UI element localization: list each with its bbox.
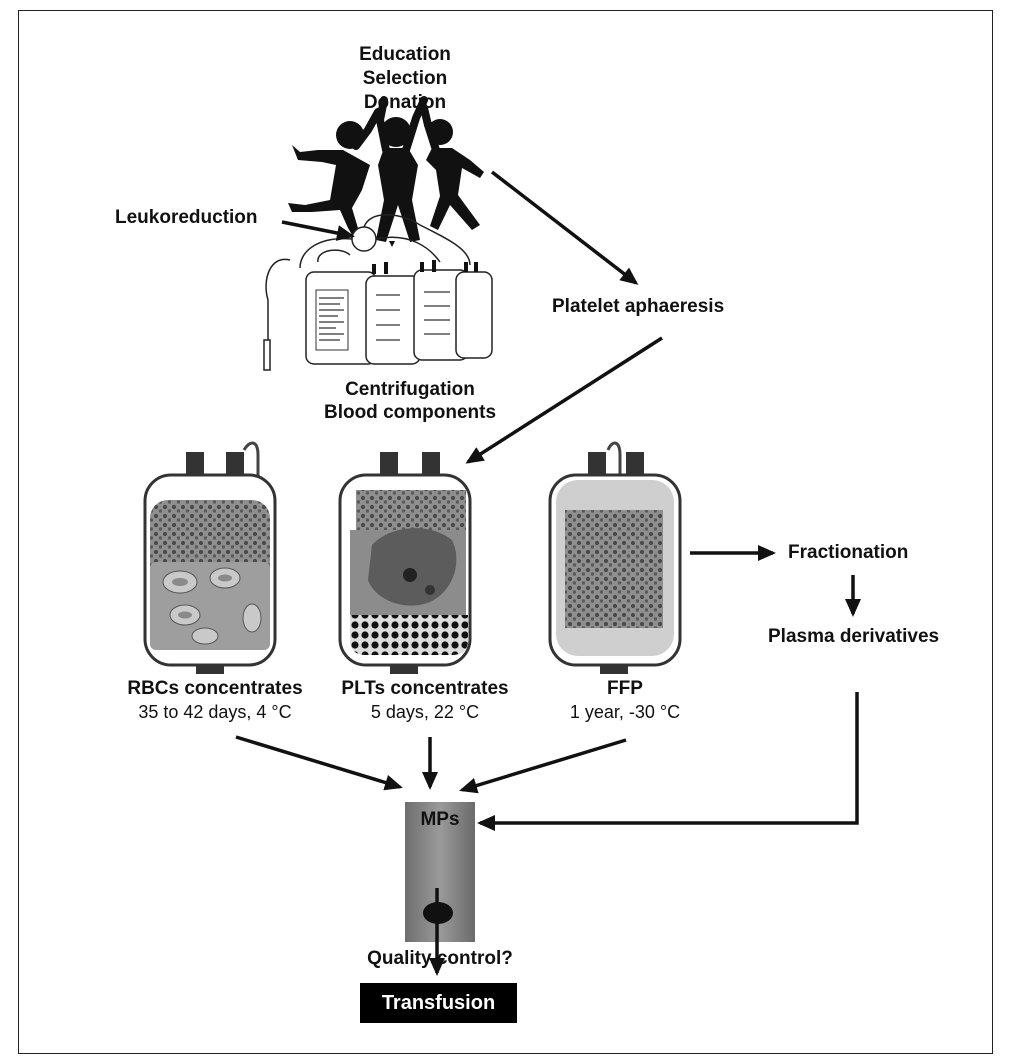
label-mps: MPs [420, 809, 460, 830]
ffp-bag-icon [548, 441, 682, 674]
label-platelet-aphaeresis: Platelet aphaeresis [552, 296, 725, 317]
label-plt-title: PLTs concentrates [341, 678, 509, 699]
label-ffp-title: FFP [607, 678, 643, 699]
donors-silhouettes [288, 96, 484, 242]
arrow-leuko-to-filter [281, 220, 355, 241]
label-rbc-detail: 35 to 42 days, 4 °C [138, 702, 292, 722]
arrow-ffp-to-mps [459, 738, 627, 794]
donor-middle-icon [375, 96, 428, 242]
mps-tube-icon [405, 802, 475, 942]
label-blood-components: Blood components [323, 402, 497, 423]
arrow-rbc-to-mps [235, 735, 403, 791]
transfusion-box: Transfusion [360, 983, 517, 1023]
label-education: Education [359, 44, 451, 65]
plt-bag-icon [338, 452, 472, 674]
label-ffp-detail: 1 year, -30 °C [569, 702, 681, 722]
arrow-donors-to-aphaeresis [490, 170, 639, 285]
label-fractionation: Fractionation [788, 542, 909, 563]
donor-left-icon [288, 108, 382, 240]
donor-right-icon [420, 104, 484, 230]
arrow-derivatives-to-mps [477, 692, 859, 831]
label-donation: Donation [363, 92, 447, 113]
label-selection: Selection [362, 68, 448, 89]
label-leukoreduction: Leukoreduction [115, 207, 258, 228]
label-rbc-title: RBCs concentrates [127, 678, 303, 699]
rbc-bag-icon [143, 441, 277, 674]
label-centrifugation: Centrifugation [345, 379, 475, 400]
label-plasma-derivatives: Plasma derivatives [768, 626, 940, 647]
label-plt-detail: 5 days, 22 °C [370, 702, 480, 722]
label-quality-control: Quality control? [367, 948, 513, 969]
blood-bag-set-icon [263, 214, 493, 371]
arrow-aphaeresis-to-plt [465, 336, 663, 464]
